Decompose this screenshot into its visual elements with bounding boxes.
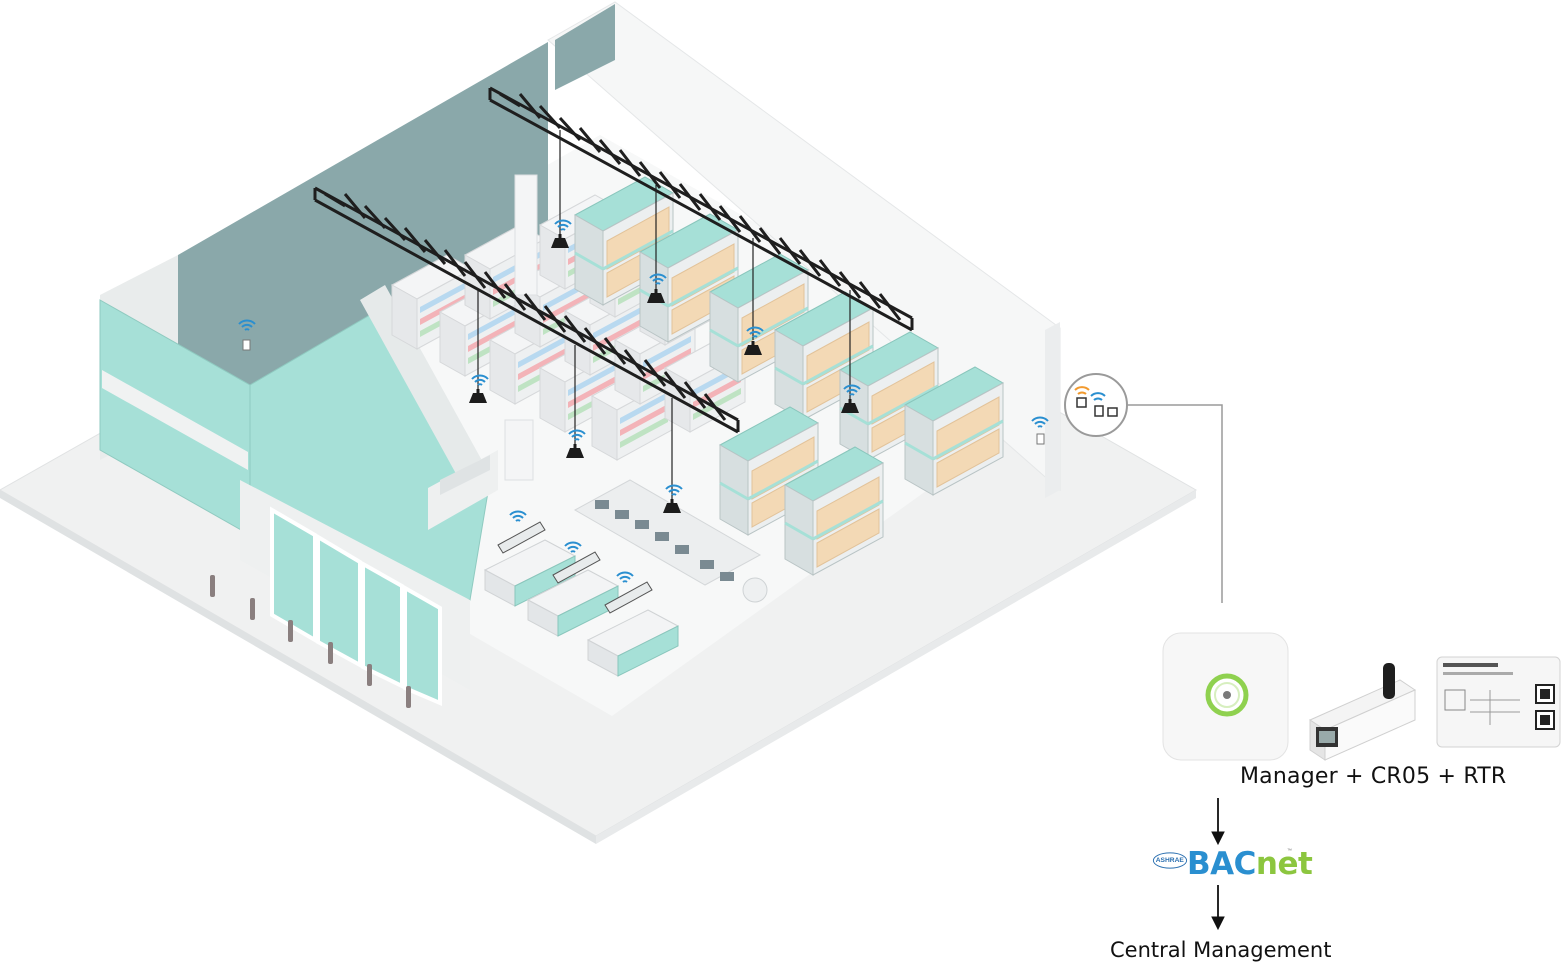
rtr-controller-icon [1436,656,1561,748]
central-management-label: Central Management [1110,938,1332,962]
bacnet-logo: ASHRAE BACnet ™ [1152,846,1313,886]
arrow-down-icon [1211,798,1225,931]
trademark: ™ [1287,848,1292,854]
devices-label: Manager + CR05 + RTR [1240,764,1507,789]
truss-icon [313,86,914,434]
checkout-counters [484,521,679,677]
wall-sensor-icon [242,339,251,351]
wall-sensor-icon [1036,433,1045,445]
ashrae-badge: ASHRAE [1152,852,1187,869]
bollards [210,575,411,708]
connector-line [1127,404,1223,603]
display-tables [573,479,768,603]
manager-device-icon [1162,632,1289,761]
device-callout [1064,373,1128,437]
storefront-windows [270,506,442,707]
bacnet-wordmark: BACnet [1187,846,1313,882]
cr05-sensor-icon [1308,663,1417,761]
